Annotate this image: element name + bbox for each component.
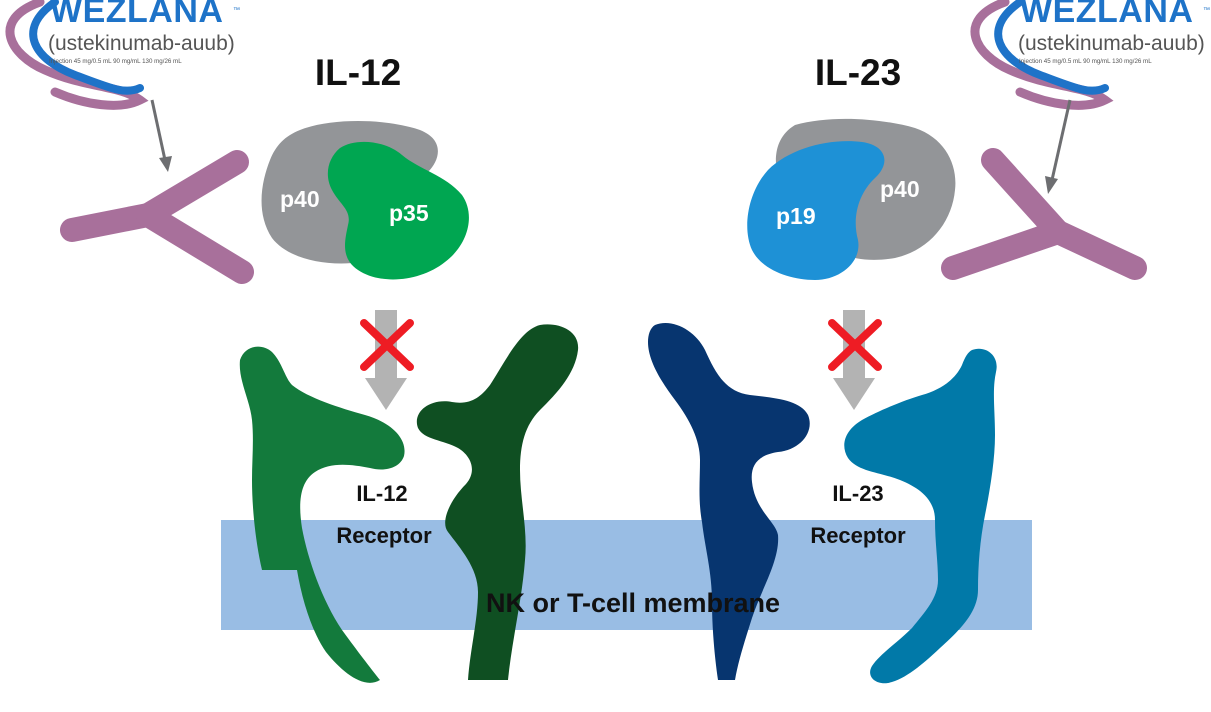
il12-p35-label: p35 bbox=[389, 200, 429, 226]
il12-p40-label: p40 bbox=[280, 186, 320, 212]
il12-cytokine: p40 p35 bbox=[261, 121, 469, 280]
brand-generic-name: (ustekinumab-auub) bbox=[48, 32, 235, 55]
brand-logo-left: WEZLANA ™ (ustekinumab-auub) Injection 4… bbox=[5, 0, 240, 110]
brand-trademark: ™ bbox=[233, 7, 240, 14]
il23-cytokine: p19 p40 bbox=[747, 118, 956, 280]
il23-receptor-chain-right bbox=[844, 348, 997, 684]
antibody-right bbox=[941, 148, 1147, 280]
membrane-label: NK or T-cell membrane bbox=[486, 588, 780, 618]
il23-p40-label: p40 bbox=[880, 176, 920, 202]
il23-receptor-chain-left bbox=[648, 322, 810, 680]
logo-ribbon-blue bbox=[29, 0, 144, 95]
il23-p19-label: p19 bbox=[776, 203, 816, 229]
brand-dose: Injection 45 mg/0.5 mL 90 mg/mL 130 mg/2… bbox=[1019, 58, 1152, 65]
block-x-icon-il23 bbox=[828, 319, 882, 371]
il23-receptor-label-line1: IL-23 bbox=[832, 481, 883, 506]
brand-trademark: ™ bbox=[1203, 7, 1210, 14]
il23-p19-subunit bbox=[747, 141, 885, 280]
il12-receptor-chain-right bbox=[416, 324, 579, 680]
il23-receptor-label-line2: Receptor bbox=[810, 523, 906, 548]
cell-membrane bbox=[221, 520, 1032, 630]
logo-pointer-arrow-right bbox=[1045, 99, 1072, 194]
logo-ribbon-blue bbox=[994, 0, 1109, 95]
antibody-left bbox=[60, 150, 254, 284]
brand-generic-name: (ustekinumab-auub) bbox=[1018, 32, 1205, 55]
brand-name: WEZLANA bbox=[50, 0, 223, 30]
il12-p35-subunit bbox=[327, 141, 469, 280]
il23-title: IL-23 bbox=[815, 52, 901, 93]
il12-title: IL-12 bbox=[315, 52, 401, 93]
brand-name: WEZLANA bbox=[1020, 0, 1193, 30]
il12-receptor-chain-left bbox=[239, 346, 405, 683]
il12-receptor-label-line2: Receptor bbox=[336, 523, 432, 548]
il12-receptor-label-line1: IL-12 bbox=[356, 481, 407, 506]
block-x-icon-il12 bbox=[360, 319, 414, 371]
logo-pointer-arrow-left bbox=[150, 99, 172, 172]
brand-logo-right: WEZLANA ™ (ustekinumab-auub) Injection 4… bbox=[970, 0, 1210, 110]
brand-dose: Injection 45 mg/0.5 mL 90 mg/mL 130 mg/2… bbox=[49, 58, 182, 65]
